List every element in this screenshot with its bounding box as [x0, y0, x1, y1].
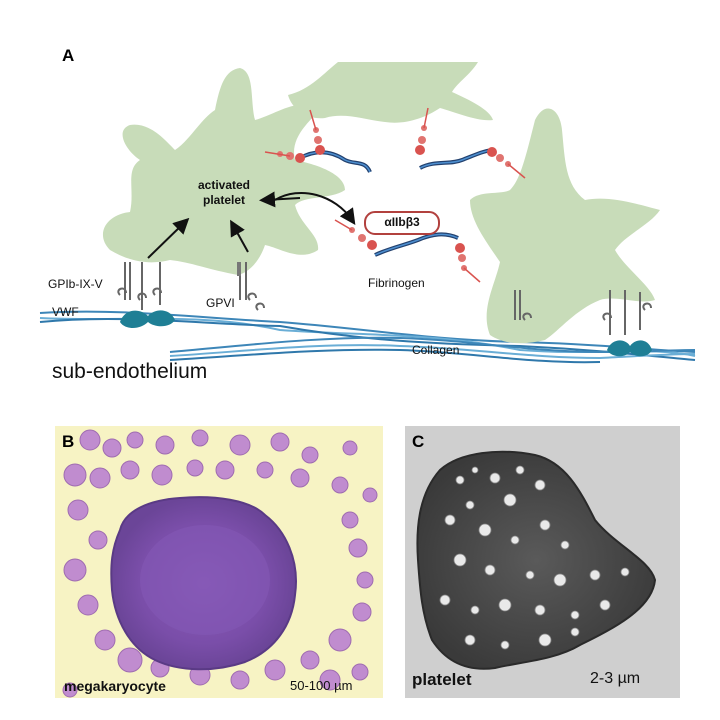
gpib-label: GPIb-IX-V: [48, 277, 103, 291]
megakaryocyte-label: megakaryocyte: [64, 678, 166, 694]
integrin-label-box: [364, 211, 440, 235]
panel-c-micrograph: [405, 426, 680, 698]
platelet-size-label: 2-3 µm: [590, 670, 641, 687]
platelet-em-cell: [416, 450, 657, 670]
fibrinogen-top-left: [264, 109, 372, 173]
panel-b-letter: B: [62, 432, 75, 451]
panel-a-letter: A: [62, 46, 75, 65]
fibrinogen-label: Fibrinogen: [368, 276, 425, 290]
activated-platelet-line2: platelet: [202, 193, 245, 207]
subendothelium-label: sub-endothelium: [52, 360, 208, 383]
megakaryocyte-nucleus: [140, 525, 270, 635]
activated-platelet-line1: activated: [197, 178, 251, 192]
fibrinogen-lower: [334, 219, 481, 283]
vwf-label: VWF: [52, 305, 79, 319]
panel-c-letter: C: [412, 432, 425, 451]
vwf-molecule-right: [607, 340, 652, 357]
vwf-molecule: [120, 310, 175, 328]
platelet-granules: [439, 465, 630, 650]
megakaryocyte-size-label: 50-100 µm: [290, 678, 353, 693]
activated-platelet-label: activated platelet: [190, 178, 258, 208]
activated-platelet-right: [470, 108, 660, 344]
signaling-arrows: [147, 191, 356, 259]
fibrinogen-top-right: [415, 107, 526, 179]
activated-platelet-top: [288, 62, 493, 123]
gpvi-label: GPVI: [206, 296, 235, 310]
platelet-label: platelet: [412, 670, 472, 689]
fibrinogen-bridges: [264, 107, 526, 283]
integrin-label: αIIbβ3: [384, 215, 420, 229]
right-platelet-receptors: [514, 290, 652, 335]
collagen-label: Collagen: [412, 343, 460, 357]
panel-b-micrograph: [55, 426, 383, 698]
gpvi-receptor: [237, 262, 265, 311]
activated-platelet-left: [102, 68, 345, 275]
gpib-receptor: [117, 262, 162, 310]
panel-a-illustration: [39, 62, 696, 364]
background-cells: [62, 429, 378, 698]
